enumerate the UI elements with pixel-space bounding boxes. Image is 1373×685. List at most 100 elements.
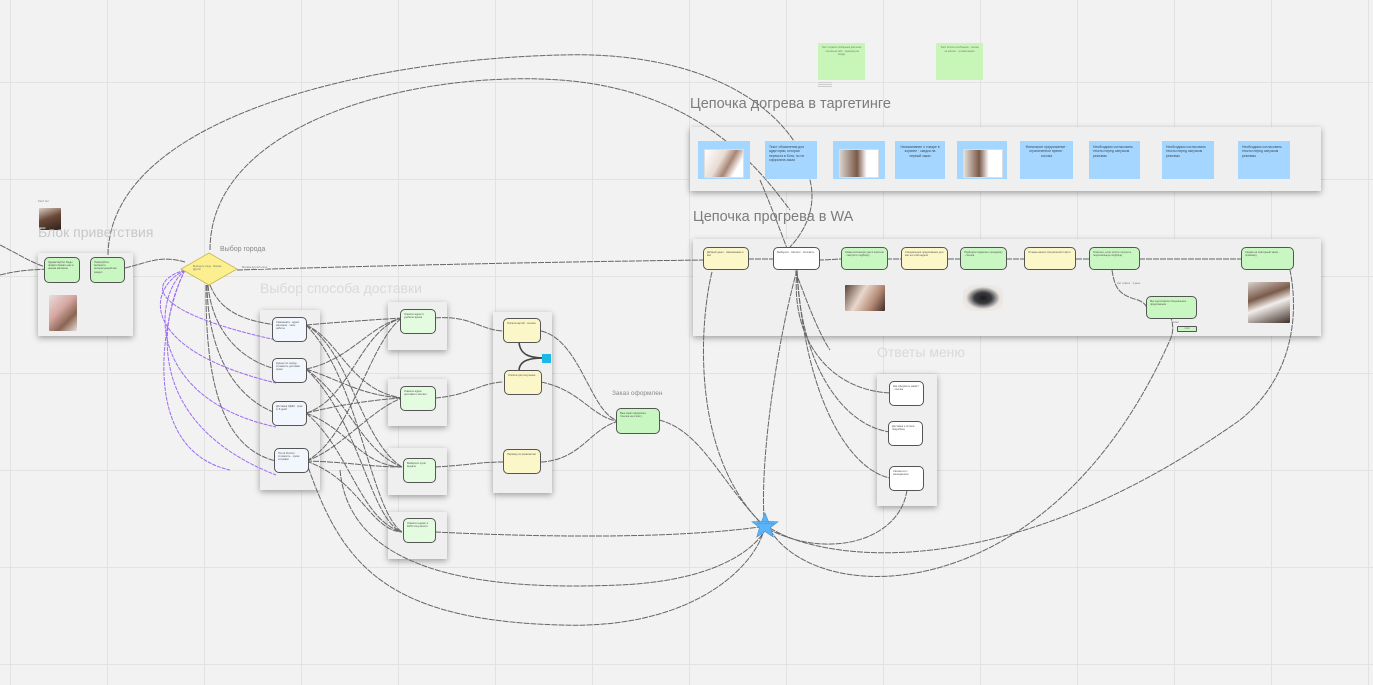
wa-bubble[interactable]: Ответьте, если хотите получить персональ… <box>1089 247 1140 270</box>
bubble-text: Мы подготовили специальное предложение <box>1150 300 1187 307</box>
wa-bubble[interactable]: Новая коллекция уже в наличии · смотрите… <box>841 247 888 270</box>
connector <box>0 268 49 276</box>
bubble-text: Скидка на повторный заказ · промокод <box>1245 251 1280 258</box>
wa-bubble[interactable]: Выберите · Каталог · Контакты <box>773 247 820 270</box>
connector <box>205 284 277 462</box>
option-bubble[interactable]: Почта России · стоимость · сроки отправк… <box>274 448 309 473</box>
connector <box>305 324 403 533</box>
decision-text: Выберите город · Москва · Другой <box>193 265 223 271</box>
connector <box>769 269 1294 554</box>
section-title-greeting[interactable]: Блок приветствия <box>38 224 154 240</box>
bubble-text: Самовывоз · адрес магазина · часы работы <box>276 321 300 331</box>
section-title-city[interactable]: Выбор города <box>220 246 266 253</box>
connector <box>305 317 403 462</box>
sticky-note[interactable]: Текст второго сообщения · ссылка на ката… <box>936 43 983 80</box>
bubble-text: Выберите · Каталог · Контакты <box>777 251 815 254</box>
wa-stop-box[interactable]: стоп <box>1177 326 1197 332</box>
bubble-text: Специальное предложение для вас на этой … <box>905 251 944 258</box>
avatar-photo[interactable] <box>39 208 61 230</box>
ad-card[interactable]: Необходимо согласовать тексты перед запу… <box>1162 141 1214 179</box>
payment-bubble[interactable]: Перевод по реквизитам <box>503 449 541 474</box>
wa-photo[interactable] <box>963 285 1003 311</box>
connector-bold <box>518 357 546 371</box>
connector <box>305 324 403 399</box>
delivery-bubble[interactable]: Укажите адрес доставки и контакт <box>400 386 436 411</box>
payment-bubble[interactable]: Оплата картой · ссылка <box>503 318 541 343</box>
decision-node-city[interactable] <box>180 252 238 286</box>
wa-branch-bubble[interactable]: Мы подготовили специальное предложение <box>1146 296 1197 319</box>
option-bubble[interactable]: Доставка СДЭК · срок 2–5 дней <box>272 401 307 426</box>
section-title-menu[interactable]: Ответы меню <box>877 344 965 360</box>
connector <box>305 460 403 468</box>
option-bubble[interactable]: Самовывоз · адрес магазина · часы работы <box>272 317 307 342</box>
wa-bubble[interactable]: Специальное предложение для вас на этой … <box>901 247 948 270</box>
wa-photo[interactable] <box>845 285 885 311</box>
connector-purple <box>164 269 277 428</box>
connector <box>817 258 843 261</box>
delivery-bubble[interactable]: Укажите адрес и удобное время <box>400 309 436 334</box>
menu-answer-bubble[interactable]: Связаться с менеджером <box>889 466 924 491</box>
bubble-text: Почта России · стоимость · сроки отправк… <box>278 452 300 462</box>
connector-purple <box>162 269 277 341</box>
bubble-text: Доставка СДЭК · срок 2–5 дней <box>276 405 303 412</box>
connector <box>759 179 831 351</box>
bubble-text: Новая коллекция уже в наличии · смотрите… <box>845 251 884 258</box>
wa-photo[interactable] <box>1248 282 1290 323</box>
bubble-text: Ответьте, если хотите получить персональ… <box>1093 251 1132 258</box>
ad-card[interactable] <box>957 141 1007 179</box>
star-node-icon[interactable] <box>750 512 780 538</box>
connector <box>305 412 403 468</box>
section-title-wa[interactable]: Цепочка прогрева в WA <box>693 209 854 225</box>
connector <box>795 269 891 394</box>
message-bubble[interactable]: Пожалуйста, выберите интересующий вас ра… <box>90 257 125 283</box>
connector <box>305 397 403 462</box>
ad-card[interactable]: Напоминание о товаре в корзине · скидка … <box>895 141 945 179</box>
bubble-text: Как оформить заказ? · ссылка <box>893 385 919 392</box>
product-photo[interactable] <box>49 295 77 331</box>
section-title-targeting[interactable]: Цепочка догрева в таргетинге <box>690 96 891 112</box>
ad-card[interactable] <box>698 141 750 179</box>
branch-small-label: ответ <box>1173 321 1179 324</box>
bubble-text: Ваш заказ оформлен · Ссылка на оплату <box>620 412 648 419</box>
connector-purple <box>163 269 231 471</box>
ad-card[interactable]: Финальное предложение · ограниченное вре… <box>1020 141 1073 179</box>
delivery-bubble[interactable]: Выберите пункт выдачи <box>403 458 436 483</box>
payment-bubble[interactable]: Оплата при получении <box>504 370 542 395</box>
avatar-caption: Мой бот <box>38 199 50 203</box>
ad-card[interactable]: Текст объявления для аудитории, которая … <box>765 141 817 179</box>
connector <box>0 244 49 269</box>
message-bubble[interactable]: Здравствуйте! Рады приветствовать вас в … <box>44 257 80 283</box>
bubble-text: Курьер по городу · стоимость доставки · … <box>276 362 302 372</box>
connector-purple <box>159 269 277 384</box>
bubble-text: Выберите пункт выдачи <box>407 462 427 469</box>
wa-bubble[interactable]: Подборка подарков к празднику · ссылка <box>960 247 1007 270</box>
connector <box>305 397 403 414</box>
option-bubble[interactable]: Курьер по городу · стоимость доставки · … <box>272 358 307 383</box>
bubble-text: стоп <box>1184 327 1190 330</box>
ad-card[interactable]: Необходимо согласовать тексты перед запу… <box>1089 141 1140 179</box>
bubble-text: Подборка подарков к празднику · ссылка <box>964 251 1003 258</box>
menu-answer-bubble[interactable]: Как оформить заказ? · ссылка <box>889 381 924 406</box>
bubble-text: Укажите адрес и удобное время <box>404 313 424 320</box>
connector <box>305 317 403 370</box>
menu-answer-bubble[interactable]: Доставка и оплата · подробнее <box>888 421 923 446</box>
bubble-text: Пожалуйста, выберите интересующий вас ра… <box>94 261 117 274</box>
connector <box>305 460 403 533</box>
connector <box>305 368 403 468</box>
wa-bubble[interactable]: Отзывы наших покупателей и фото <box>1024 247 1076 270</box>
connector-handle[interactable] <box>542 354 551 363</box>
ad-card[interactable] <box>833 141 885 179</box>
connector <box>769 314 1174 577</box>
delivery-bubble[interactable]: Укажите индекс и ФИО получателя <box>403 518 436 543</box>
connector <box>658 419 761 523</box>
bubble-text: Оплата при получении <box>508 374 536 377</box>
wa-bubble[interactable]: Скидка на повторный заказ · промокод <box>1241 247 1294 270</box>
wa-bubble[interactable]: Добрый день! · Напоминаем о вас <box>703 247 749 270</box>
ad-card[interactable]: Необходимо согласовать тексты перед запу… <box>1238 141 1290 179</box>
sticky-note[interactable]: Текст первого сообщения рассылки · ссылк… <box>818 43 865 80</box>
bubble-text: Здравствуйте! Рады приветствовать вас в … <box>48 261 74 271</box>
connector <box>236 259 705 271</box>
section-title-delivery[interactable]: Выбор способа доставки <box>260 280 422 296</box>
order-bubble[interactable]: Ваш заказ оформлен · Ссылка на оплату <box>616 408 660 434</box>
section-title-order[interactable]: Заказ оформлен <box>612 390 663 397</box>
